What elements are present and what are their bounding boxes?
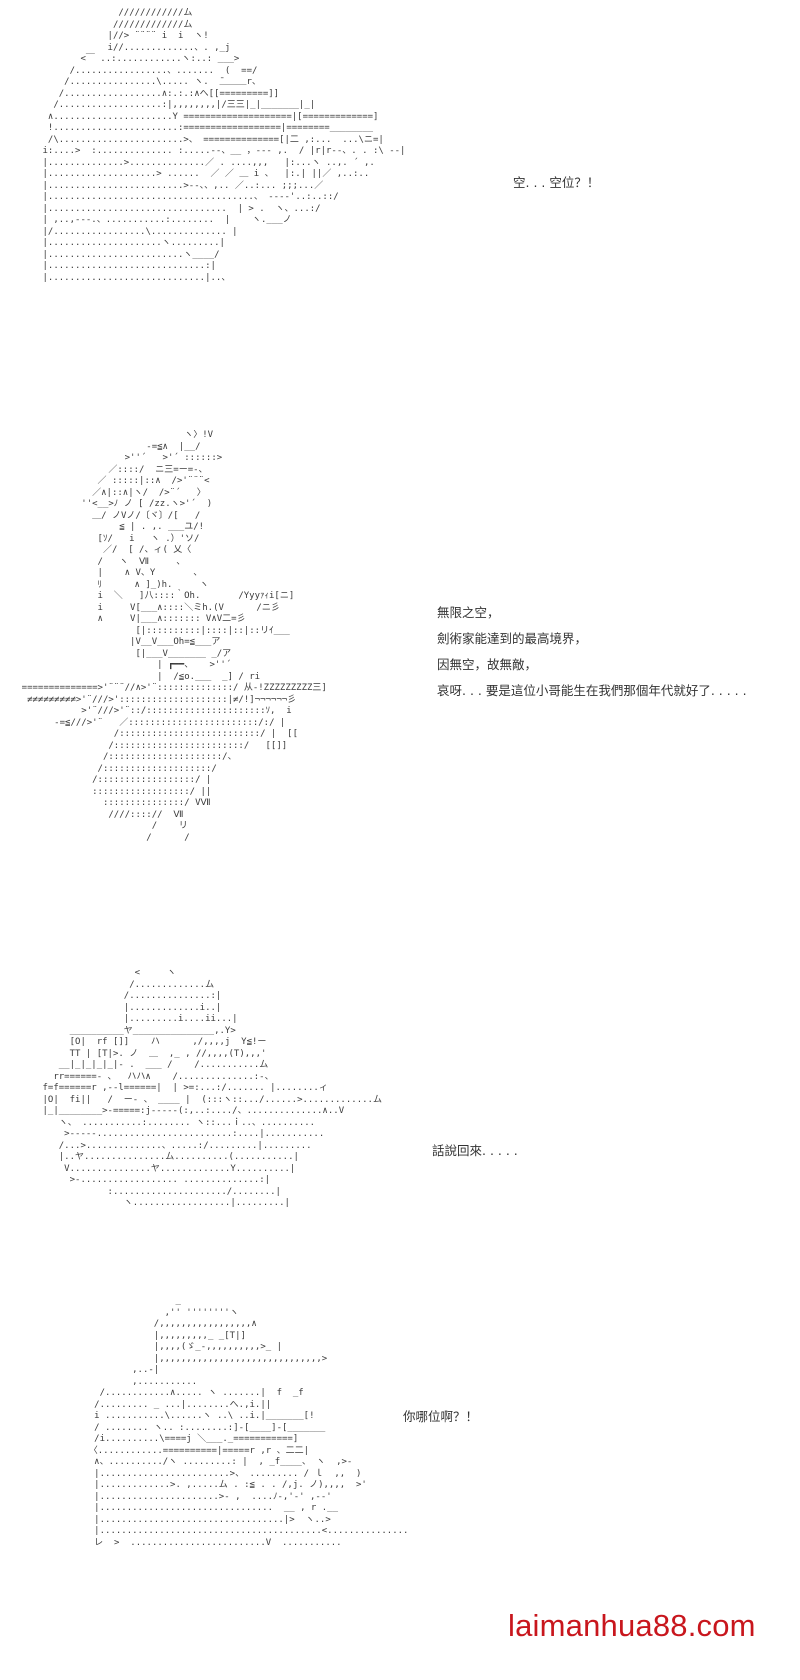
panel-3: <￣￣￣ヽ /.............ム /...............:|… [0,940,800,1290]
dialogue-line: 因無空，故無敵， [437,657,538,672]
site-watermark: laimanhua88.com [508,1608,756,1643]
ascii-art-figure-gunner: ////////////ム /////////////ム |//> ¨¨¨¨ i… [42,8,406,283]
ascii-art-figure-swordsman: ヽ〉!V -=≦∧ |__/ >''´ >'´ ::::::> ／::::/ ニ… [21,430,327,843]
dialogue: 話說回來. . . . . [432,1142,518,1160]
panel-2: ヽ〉!V -=≦∧ |__/ >''´ >'´ ::::::> ／::::/ ニ… [0,420,800,940]
dialogue-line: 無限之空， [437,605,500,620]
panel-1: ////////////ム /////////////ム |//> ¨¨¨¨ i… [0,0,800,420]
dialogue: 無限之空， 劍術家能達到的最高境界， 因無空，故無敵， 哀呀. . . 要是這位… [437,600,747,704]
dialogue: 你哪位啊？！ [403,1408,478,1426]
dialogue-line: 話說回來. . . . . [432,1143,518,1158]
dialogue-line: 劍術家能達到的最高境界， [437,631,588,646]
dialogue-line: 你哪位啊？！ [403,1409,479,1424]
dialogue-line: 哀呀. . . 要是這位小哥能生在我們那個年代就好了. . . . . [437,683,747,698]
panel-4: _ ￣ ,'' ''''''''ヽ /,,,,,,,,,,,,,,,,,∧ |,… [0,1290,800,1680]
ascii-art-figure-gunner: <￣￣￣ヽ /.............ム /...............:|… [42,968,382,1208]
dialogue-line: 空. . . 空位？！ [513,175,600,190]
ascii-art-figure-gunner: _ ￣ ,'' ''''''''ヽ /,,,,,,,,,,,,,,,,,∧ |,… [88,1296,409,1548]
dialogue: 空. . . 空位？！ [513,174,599,192]
